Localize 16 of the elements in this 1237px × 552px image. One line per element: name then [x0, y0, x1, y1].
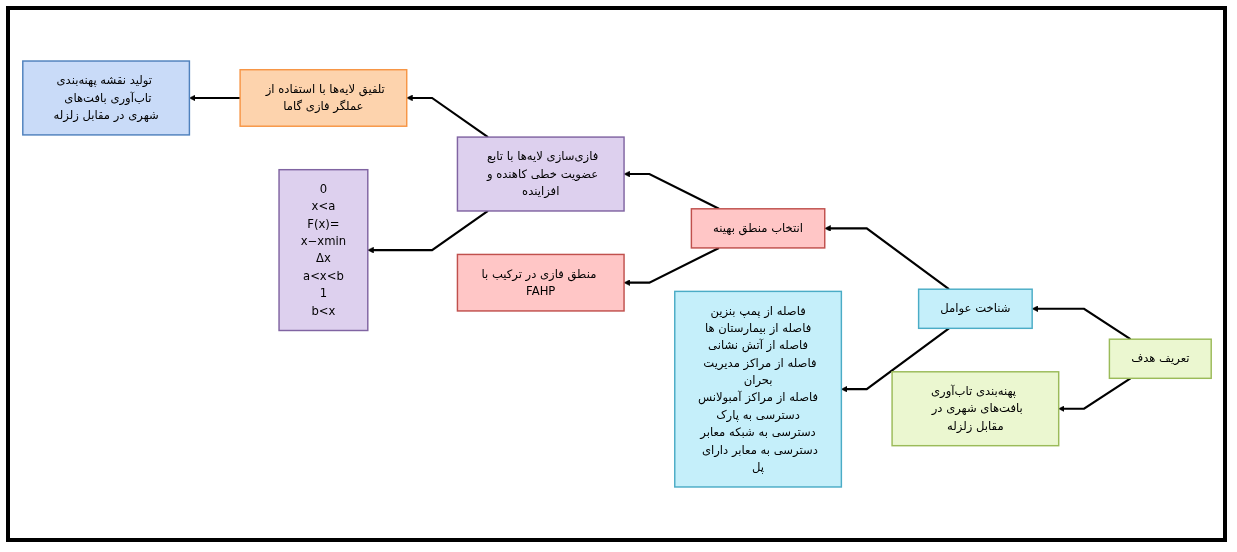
node-box: تلفیق لایه‌ها با استفاده از عملگر فازی گاما	[238, 69, 407, 127]
node-box: 0 x<a F(x)= x−xmin Δx a<x<b 1 b<x	[277, 168, 369, 332]
arrow	[1031, 305, 1131, 341]
arrow	[840, 327, 950, 393]
node-box: فازی‌سازی لایه‌ها با تابع عضویت خطی کاهنده و افزاینده	[456, 136, 625, 212]
arrow	[623, 170, 719, 210]
node-box: تولید نقشه پهنه‌بندی تاب‌آوری بافت‌های شهری در مقابل زلزله	[21, 60, 190, 136]
node-box: انتخاب منطق بهینه	[690, 208, 825, 249]
node-box: فاصله از پمپ بنزین فاصله از بیمارستان ها فاصله از آتش نشانی فاصله از مراکز مدیریت بحران فاصله از مراکز آمبولانس دسترسی به پارک دسترسی به شبکه معابر دسترسی به معابر دارای پل	[673, 290, 842, 488]
node-box: پهنه‌بندی تاب‌آوری بافت‌های شهری در مقابل زلزله	[890, 371, 1059, 447]
node-box: تعریف هدف	[1108, 338, 1212, 380]
node-box: منطق فازی در ترکیب با FAHP	[456, 253, 625, 312]
arrow	[623, 246, 719, 286]
arrow	[188, 94, 240, 102]
node-box: شناخت عوامل	[917, 288, 1033, 330]
arrow	[367, 210, 489, 254]
